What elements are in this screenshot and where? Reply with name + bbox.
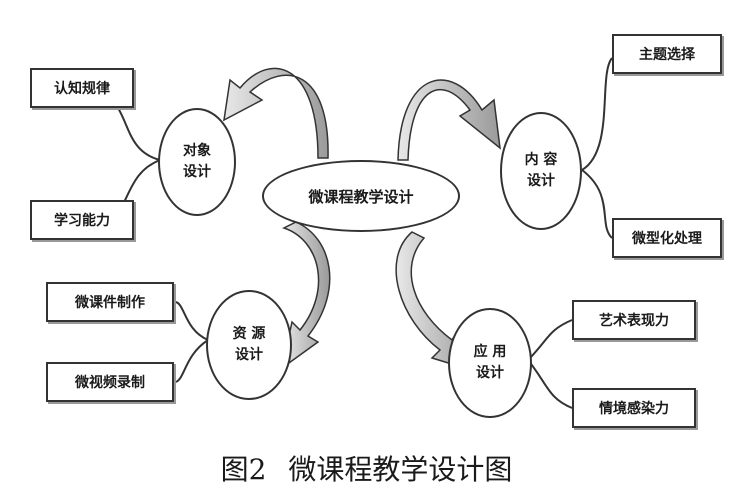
leaf-cognition: 认知规律	[30, 68, 134, 108]
node-object-line2: 设计	[183, 164, 211, 180]
node-application-design: 应 用 设计	[448, 308, 532, 418]
figure-number: 图2	[220, 453, 267, 486]
node-resource-design: 资 源 设计	[206, 290, 292, 400]
leaf-topic-selection: 主题选择	[612, 34, 722, 74]
leaf-courseware-making-label: 微课件制作	[75, 295, 145, 311]
leaf-artistic-expression-label: 艺术表现力	[599, 313, 669, 329]
node-application-line2: 设计	[476, 365, 504, 381]
node-object-design: 对象 设计	[158, 108, 236, 216]
node-content-design: 内 容 设计	[500, 112, 582, 230]
figure-caption: 图2 微课程教学设计图	[0, 448, 733, 488]
bracket-application	[527, 319, 573, 409]
node-content-line1: 内 容	[524, 152, 558, 168]
leaf-video-recording: 微视频录制	[46, 362, 174, 402]
center-node: 微课程教学设计	[262, 160, 460, 232]
node-resource-line2: 设计	[235, 347, 263, 363]
arrow-to-object	[223, 67, 329, 159]
leaf-emotional-appeal-label: 情境感染力	[599, 401, 669, 417]
node-content-line2: 设计	[527, 173, 555, 189]
arrow-to-content	[397, 79, 501, 161]
leaf-micro-processing-label: 微型化处理	[632, 231, 702, 247]
center-node-label: 微课程教学设计	[308, 187, 414, 206]
bracket-content	[581, 57, 613, 239]
node-application-line1: 应 用	[473, 344, 507, 360]
leaf-video-recording-label: 微视频录制	[75, 375, 145, 391]
leaf-micro-processing: 微型化处理	[612, 218, 722, 258]
figure-title: 微课程教学设计图	[288, 453, 513, 486]
arrow-to-resource	[280, 221, 331, 370]
node-object-line1: 对象	[183, 143, 211, 159]
leaf-learning-ability: 学习能力	[30, 200, 134, 240]
leaf-learning-ability-label: 学习能力	[54, 213, 110, 229]
leaf-emotional-appeal: 情境感染力	[572, 388, 696, 428]
node-resource-line1: 资 源	[232, 326, 266, 342]
bracket-resource	[175, 301, 209, 383]
leaf-artistic-expression: 艺术表现力	[572, 300, 696, 340]
leaf-courseware-making: 微课件制作	[46, 282, 174, 322]
leaf-topic-selection-label: 主题选择	[639, 47, 695, 63]
leaf-cognition-label: 认知规律	[54, 81, 110, 97]
